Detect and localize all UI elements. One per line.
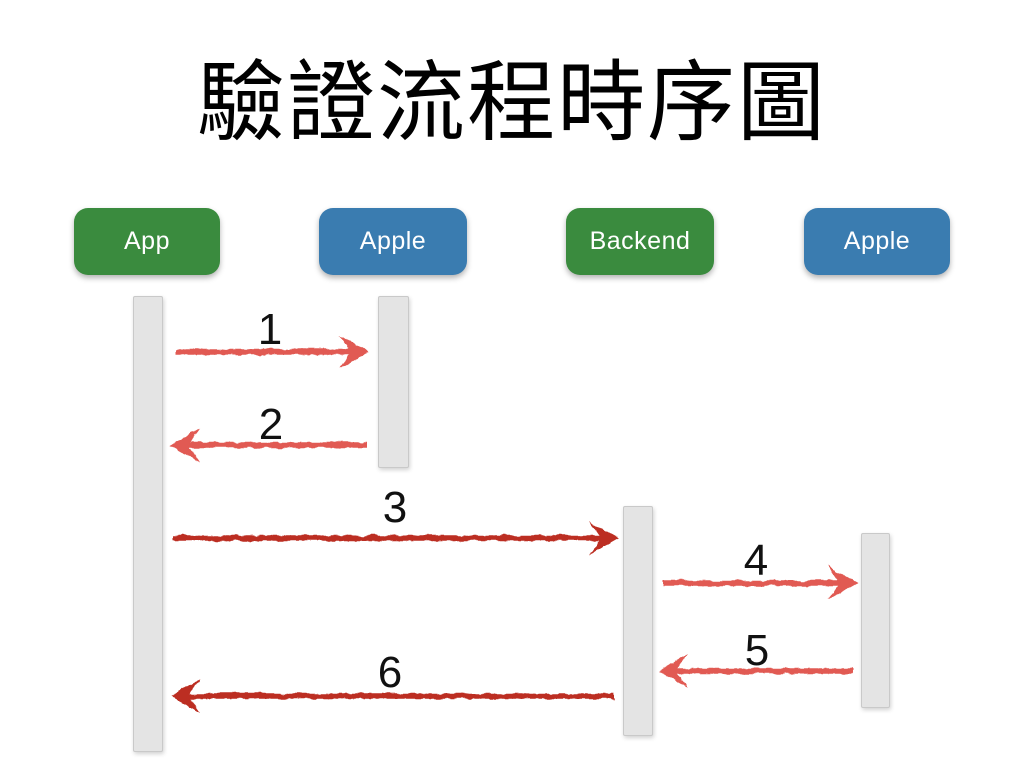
actor-box-apple-3: Apple <box>804 208 950 275</box>
lifeline-apple-2 <box>861 533 890 708</box>
arrowhead <box>170 679 200 713</box>
lifeline-backend <box>623 506 653 736</box>
lifeline-apple <box>378 296 409 468</box>
message-number-4: 4 <box>743 536 769 585</box>
actor-box-app-0: App <box>74 208 220 275</box>
actor-label: Apple <box>359 227 427 255</box>
message-number-6: 6 <box>377 648 403 697</box>
lifeline-app <box>133 296 163 752</box>
arrowhead <box>658 654 688 688</box>
actor-label: App <box>124 227 170 255</box>
message-number-2: 2 <box>258 400 284 449</box>
actor-box-backend-2: Backend <box>566 208 714 275</box>
actor-label: Apple <box>843 227 911 255</box>
actor-label: Backend <box>589 227 691 255</box>
message-number-3: 3 <box>382 483 408 532</box>
message-number-5: 5 <box>744 626 770 675</box>
actor-box-apple-1: Apple <box>319 208 467 275</box>
arrowhead <box>339 335 369 369</box>
arrowhead <box>589 521 619 555</box>
message-number-1: 1 <box>257 305 283 354</box>
arrowhead <box>170 428 200 462</box>
arrowhead <box>828 566 858 600</box>
page-title: 驗證流程時序圖 <box>196 53 827 152</box>
